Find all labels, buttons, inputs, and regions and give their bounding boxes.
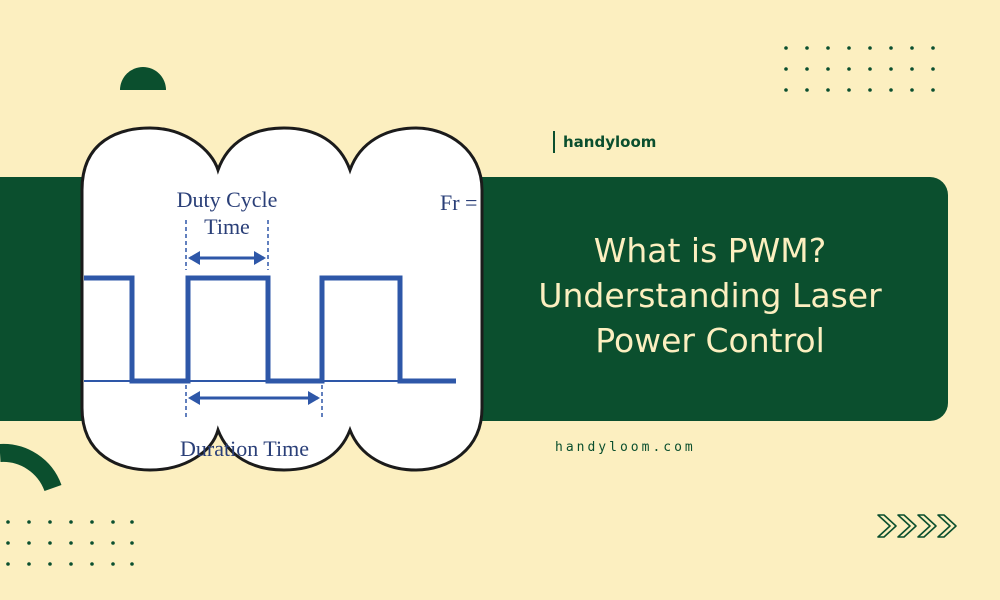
half-circle-icon <box>120 67 166 90</box>
diagram-frame <box>80 126 484 472</box>
dot-grid-icon-bottom <box>6 520 134 566</box>
ring-arc-icon <box>0 443 62 492</box>
pwm-diagram <box>80 126 484 472</box>
duty-cycle-label-2: Time <box>204 214 250 239</box>
headline-line-1: What is PWM? <box>593 231 827 270</box>
brand-logo: handyloom <box>553 131 656 153</box>
formula-label-text: Fr = <box>440 190 478 215</box>
dot-grid-icon <box>784 46 935 92</box>
chevron-right-icon <box>877 514 957 538</box>
duration-label-text: Duration Time <box>180 436 309 461</box>
duration-label: Duration Time <box>180 436 350 462</box>
formula-label: Fr = <box>440 190 482 216</box>
pwm-waveform <box>84 275 456 384</box>
website-url: handyloom.com <box>555 440 696 455</box>
headline-line-3: Power Control <box>595 321 825 360</box>
headline-line-2: Understanding Laser <box>538 276 882 315</box>
duty-cycle-label-1: Duty Cycle <box>176 187 278 212</box>
duty-cycle-label: Duty Cycle Time <box>160 186 294 240</box>
headline: What is PWM? Understanding Laser Power C… <box>490 228 930 363</box>
